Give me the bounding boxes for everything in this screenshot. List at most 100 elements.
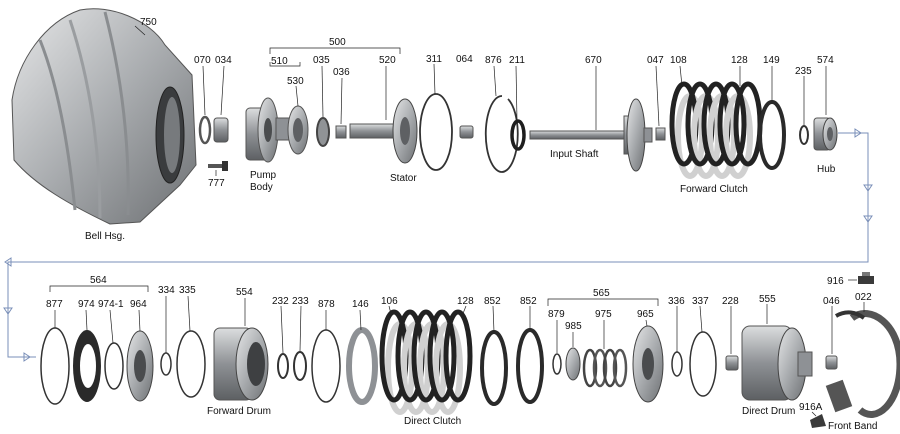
part-146-shape: [346, 327, 378, 405]
forward-drum-shape: [213, 327, 269, 401]
part-233-shape: [293, 351, 307, 381]
part-334: 334: [158, 285, 175, 296]
part-974-shape: [73, 330, 101, 402]
label-front-band: Front Band: [828, 421, 877, 432]
part-034-shape: [213, 117, 229, 143]
label-hub: Hub: [817, 164, 836, 175]
part-916a: 916A: [799, 402, 823, 413]
part-035: 035: [313, 55, 330, 66]
part-334-shape: [160, 352, 172, 376]
part-337-shape: [689, 331, 717, 397]
part-064-shape: [459, 125, 474, 139]
part-574: 574: [817, 55, 834, 66]
part-876-shape: [484, 95, 519, 173]
part-235-shape: [799, 125, 809, 145]
part-750: 750: [140, 17, 157, 28]
part-564: 564: [90, 275, 107, 286]
pump-body-shape: [245, 97, 291, 163]
part-878-shape: [311, 329, 341, 403]
part-965-shape: [632, 325, 664, 403]
part-046-shape: [825, 355, 838, 370]
part-670: 670: [585, 55, 602, 66]
label-direct-drum: Direct Drum: [742, 406, 795, 417]
part-974: 974: [78, 299, 95, 310]
part-852-b: 852: [520, 296, 537, 307]
part-228-shape: [725, 355, 739, 371]
flow-path: [3, 128, 873, 362]
part-036: 036: [333, 67, 350, 78]
part-047-shape: [655, 127, 666, 141]
part-852a-shape: [480, 330, 508, 406]
part-555: 555: [759, 294, 776, 305]
label-body: Body: [250, 182, 273, 193]
part-070: 070: [194, 55, 211, 66]
part-916a-shape: [810, 414, 826, 428]
part-022: 022: [855, 292, 872, 303]
part-975: 975: [595, 309, 612, 320]
hub-shape: [813, 117, 838, 151]
bracket-565: [547, 298, 659, 306]
bell-housing: [11, 8, 197, 225]
part-852-a: 852: [484, 296, 501, 307]
bracket-564: [49, 285, 149, 292]
part-879-shape: [552, 353, 562, 375]
part-335-shape: [176, 330, 206, 398]
part-335: 335: [179, 285, 196, 296]
part-975-shape: [582, 348, 628, 388]
direct-clutch-shape: [379, 309, 473, 415]
input-shaft-shape: [529, 98, 653, 172]
part-336-shape: [671, 351, 683, 377]
part-879: 879: [548, 309, 565, 320]
part-106: 106: [381, 296, 398, 307]
part-985: 985: [565, 321, 582, 332]
direct-drum-shape: [741, 325, 813, 401]
part-852b-shape: [516, 328, 544, 404]
bracket-500: [269, 47, 401, 54]
part-211: 211: [509, 55, 525, 66]
part-520: 520: [379, 55, 396, 66]
label-direct-clutch: Direct Clutch: [404, 416, 461, 427]
part-108: 108: [670, 55, 687, 66]
part-146: 146: [352, 299, 369, 310]
part-985-shape: [565, 347, 581, 381]
part-777-shape: [208, 161, 228, 171]
part-211-shape: [510, 119, 526, 151]
part-036-shape: [335, 125, 347, 139]
part-128-bottom: 128: [457, 296, 474, 307]
label-input-shaft: Input Shaft: [550, 149, 599, 160]
part-510: 510: [271, 56, 288, 67]
label-forward-drum: Forward Drum: [207, 406, 271, 417]
part-876: 876: [485, 55, 502, 66]
part-500: 500: [329, 37, 346, 48]
part-235: 235: [795, 66, 812, 77]
part-777: 777: [208, 178, 225, 189]
part-064: 064: [456, 54, 473, 65]
part-965: 965: [637, 309, 654, 320]
part-046: 046: [823, 296, 840, 307]
part-047: 047: [647, 55, 664, 66]
part-916: 916: [827, 276, 844, 287]
part-337: 337: [692, 296, 709, 307]
part-554: 554: [236, 287, 253, 298]
part-916-shape: [858, 272, 874, 284]
part-964-shape: [126, 330, 154, 402]
part-964: 964: [130, 299, 147, 310]
label-pump: Pump: [250, 170, 277, 181]
part-034: 034: [215, 55, 232, 66]
part-232-shape: [277, 353, 289, 379]
part-233: 233: [292, 296, 309, 307]
part-311-shape: [419, 93, 453, 171]
part-070-shape: [198, 115, 212, 145]
part-035-shape: [316, 117, 330, 147]
label-stator: Stator: [390, 173, 417, 184]
part-149-shape: [758, 100, 786, 170]
part-311: 311: [426, 54, 442, 65]
part-530: 530: [287, 76, 304, 87]
part-878: 878: [318, 299, 335, 310]
part-877: 877: [46, 299, 63, 310]
part-336: 336: [668, 296, 685, 307]
bracket-510: [269, 62, 301, 67]
part-232: 232: [272, 296, 289, 307]
